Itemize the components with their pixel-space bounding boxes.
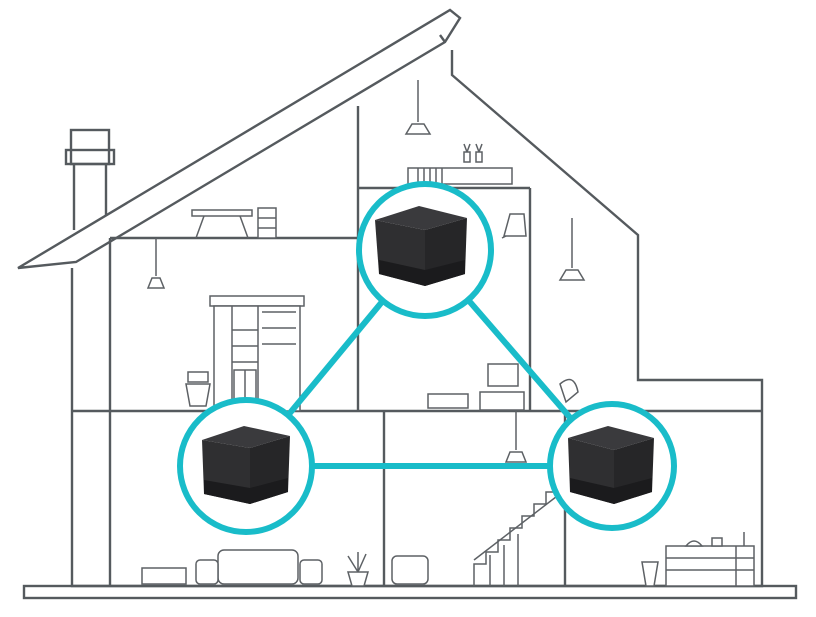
- desk-with-monitor: [427, 363, 579, 411]
- pendant-lamp: [404, 80, 432, 135]
- pendant-lamp: [558, 218, 586, 281]
- mesh-router-cube-icon: [202, 426, 290, 504]
- potted-plant: [347, 552, 369, 587]
- mesh-router-cube-icon: [375, 206, 467, 286]
- bar-stool: [641, 561, 659, 587]
- pendant-lamp: [146, 238, 166, 289]
- mesh-node-right: [547, 401, 677, 531]
- pendant-lamp: [504, 411, 528, 463]
- roof: [17, 8, 462, 270]
- attic-chair: [501, 213, 527, 239]
- armchair: [391, 555, 429, 585]
- ground-line: [22, 584, 798, 600]
- staircase: [473, 489, 566, 586]
- sofa: [195, 549, 323, 585]
- house-outline: [70, 50, 764, 588]
- attic-table: [191, 207, 277, 239]
- toilet: [185, 371, 211, 407]
- wardrobe: [209, 295, 305, 412]
- mesh-node-left: [177, 397, 315, 535]
- chimney: [64, 128, 116, 230]
- coffee-table: [141, 567, 187, 585]
- kitchen-cabinet: [665, 532, 755, 587]
- book-shelf: [407, 143, 513, 185]
- mesh-node-top: [356, 181, 494, 319]
- mesh-router-cube-icon: [568, 426, 654, 504]
